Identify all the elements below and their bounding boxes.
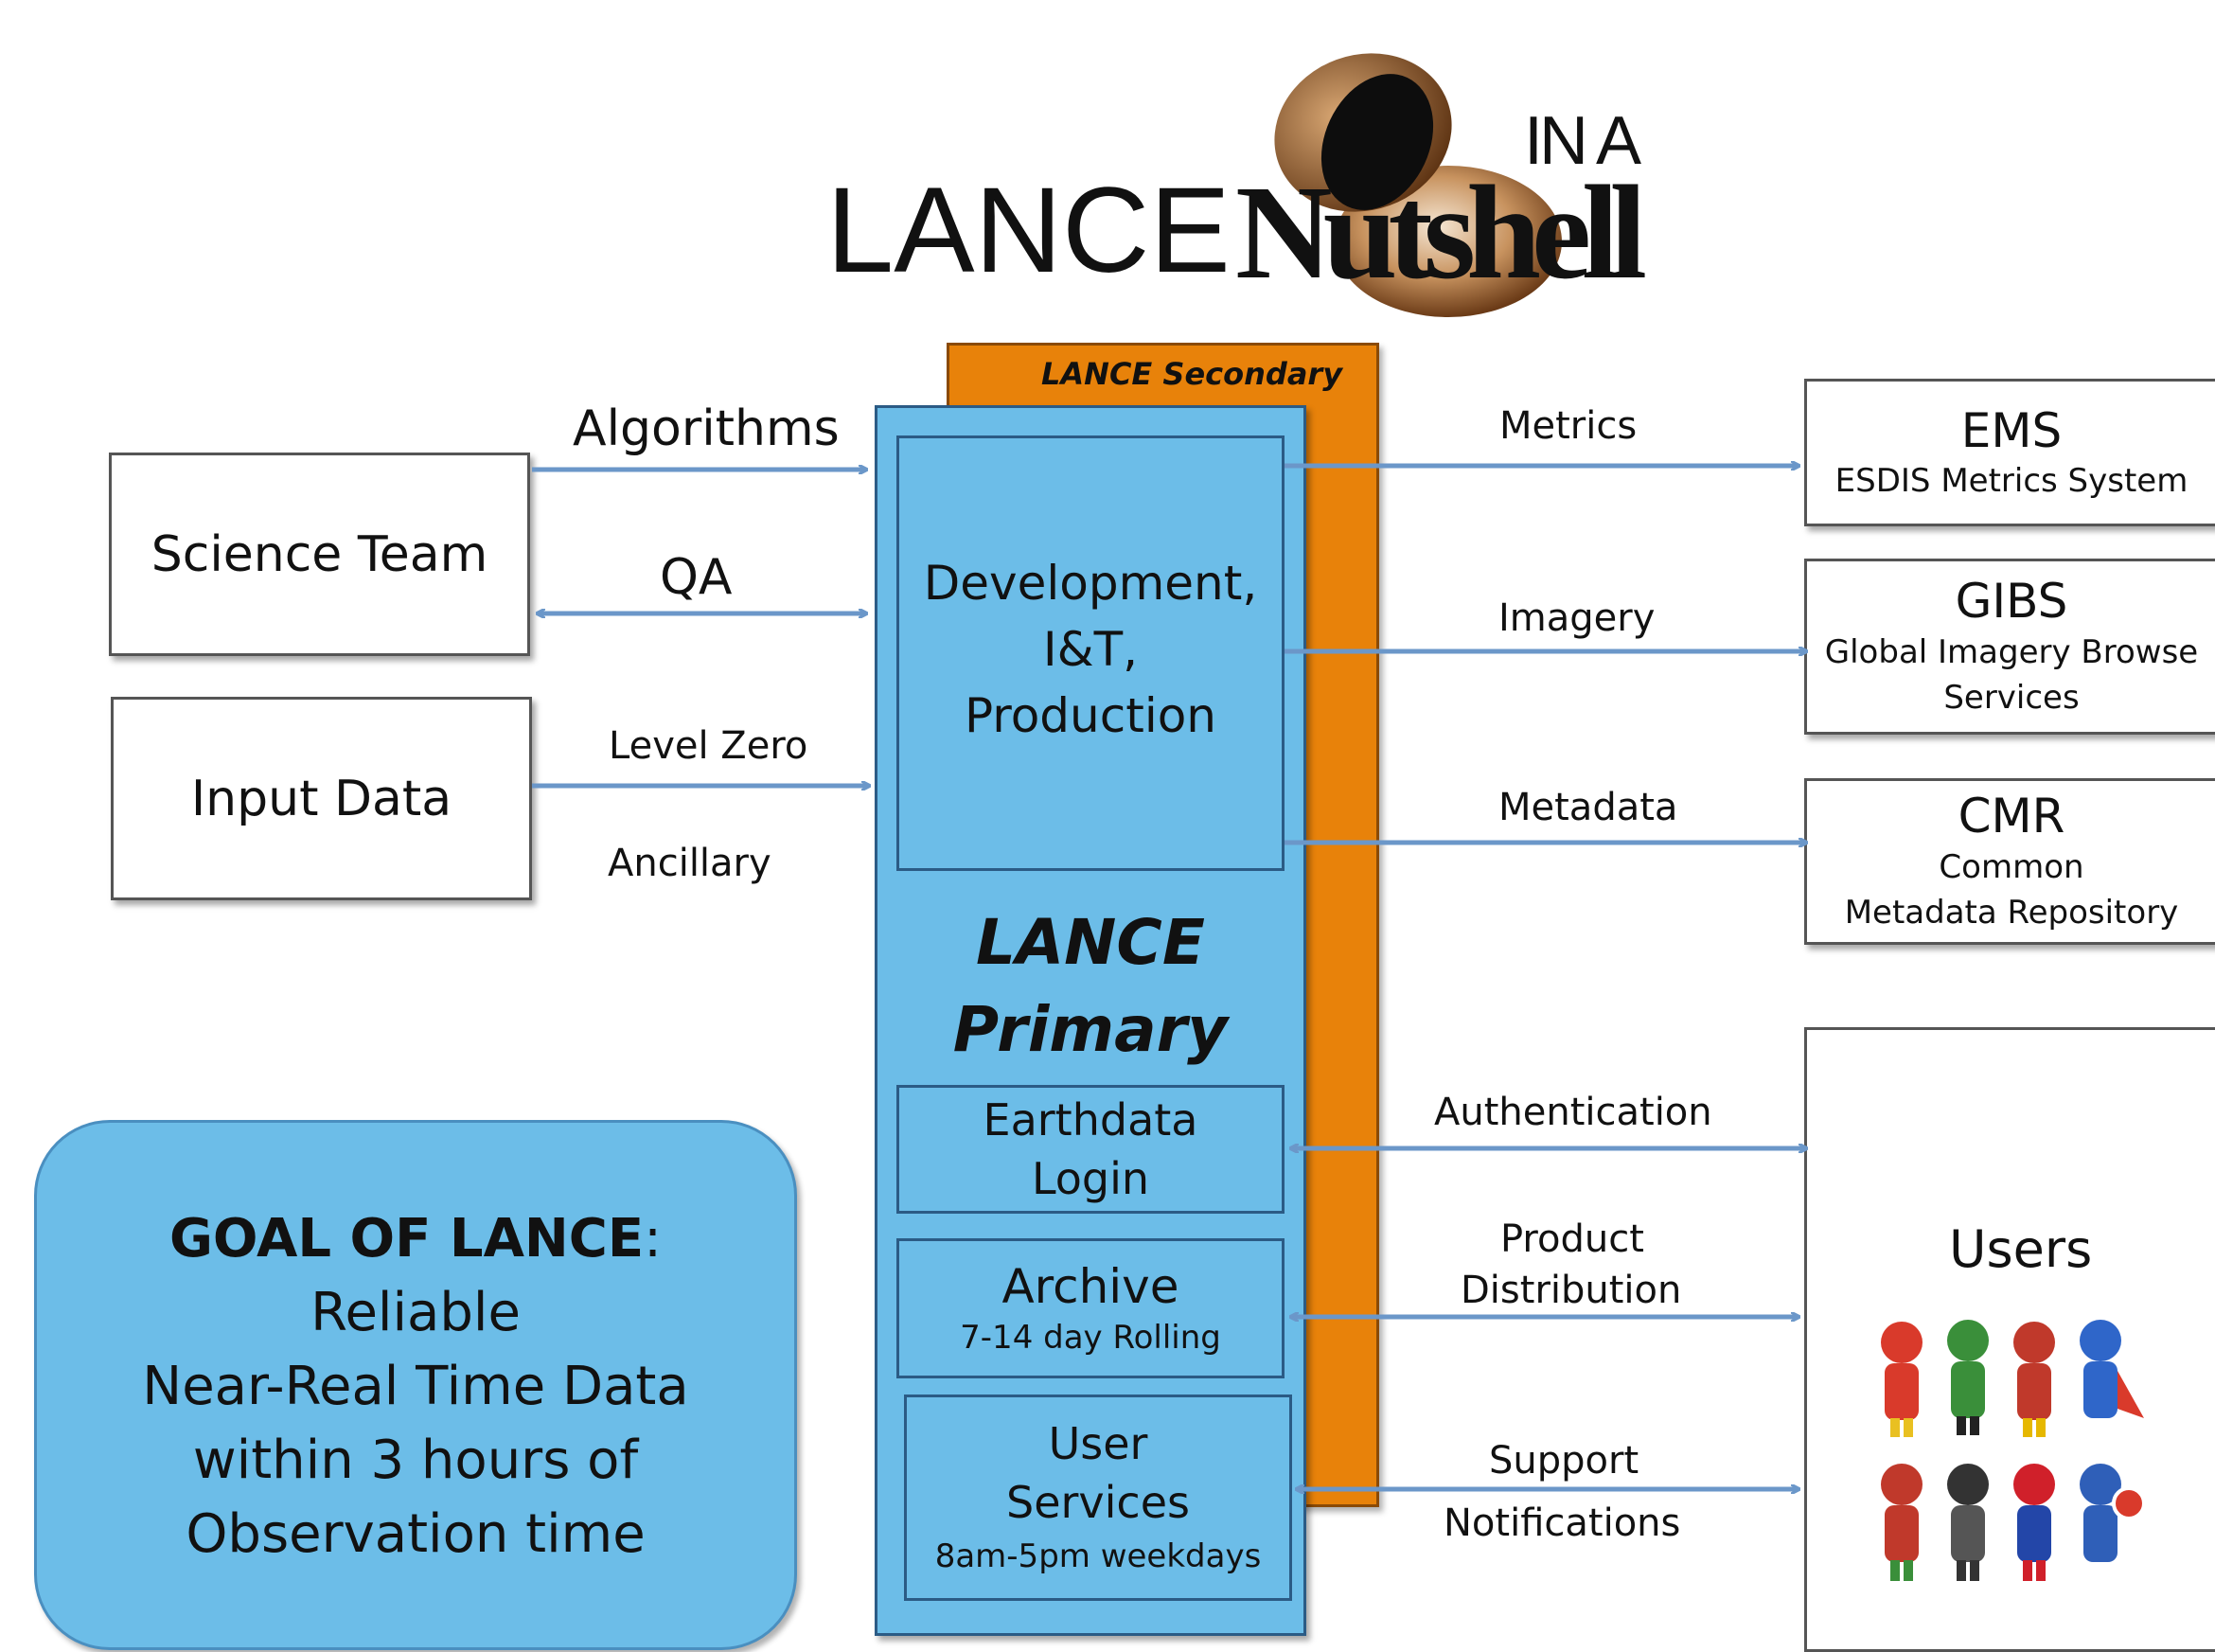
imagery-label: Imagery xyxy=(1498,596,1656,640)
level-zero-label: Level Zero xyxy=(609,724,808,768)
support-label: Support xyxy=(1489,1439,1639,1483)
cmr-title: CMR xyxy=(1958,789,2065,844)
science-team-box: Science Team xyxy=(109,453,530,656)
input-data-box: Input Data xyxy=(111,697,532,900)
metadata-label: Metadata xyxy=(1498,786,1678,829)
ems-sub: ESDIS Metrics System xyxy=(1834,462,2188,500)
login-line2: Login xyxy=(1031,1153,1150,1204)
goal-line3: within 3 hours of xyxy=(192,1430,639,1491)
qa-label: QA xyxy=(660,549,733,606)
ems-box: EMS ESDIS Metrics System xyxy=(1804,379,2215,526)
services-sub: 8am-5pm weekdays xyxy=(934,1537,1262,1575)
goal-box: GOAL OF LANCE: Reliable Near-Real Time D… xyxy=(34,1120,797,1650)
login-line1: Earthdata xyxy=(983,1094,1198,1146)
dev-line2: I&T, xyxy=(1042,622,1139,677)
title-left: LANCE xyxy=(826,163,1231,298)
nutshell-icon xyxy=(1274,53,1562,317)
gibs-sub1: Global Imagery Browse xyxy=(1824,633,2199,671)
cmr-sub1: Common xyxy=(1939,848,2084,886)
goal-line4: Observation time xyxy=(186,1503,646,1565)
gibs-sub2: Services xyxy=(1943,679,2080,717)
product-label: Product xyxy=(1500,1217,1644,1261)
users-label: Users xyxy=(1949,1219,2093,1279)
dev-line3: Production xyxy=(964,688,1216,743)
archive-box: Archive 7-14 day Rolling xyxy=(896,1238,1285,1378)
superhero-group-icon xyxy=(1881,1320,2146,1581)
goal-line2: Near-Real Time Data xyxy=(142,1356,689,1417)
goal-heading: GOAL OF LANCE xyxy=(168,1208,645,1270)
cmr-sub2: Metadata Repository xyxy=(1844,894,2179,932)
algorithms-label: Algorithms xyxy=(573,400,840,457)
logo: IN A LANCE Nutshell xyxy=(814,19,1666,331)
goal-line1: Reliable xyxy=(310,1282,521,1343)
archive-sub: 7-14 day Rolling xyxy=(960,1319,1221,1357)
ems-title: EMS xyxy=(1960,403,2063,458)
dev-line1: Development, xyxy=(923,556,1258,611)
development-box: Development, I&T, Production xyxy=(896,435,1285,871)
ancillary-label: Ancillary xyxy=(608,842,771,885)
primary-line1: LANCE xyxy=(976,906,1205,979)
lance-secondary-label: LANCE Secondary xyxy=(1041,356,1343,392)
services-line2: Services xyxy=(1006,1477,1190,1528)
science-team-label: Science Team xyxy=(151,525,488,583)
cmr-box: CMR Common Metadata Repository xyxy=(1804,778,2215,945)
notifications-label: Notifications xyxy=(1444,1501,1681,1545)
title-right: Nutshell xyxy=(1235,157,1647,307)
lance-primary-label: LANCE Primary xyxy=(896,899,1285,1074)
user-services-box: User Services 8am-5pm weekdays xyxy=(904,1394,1292,1601)
earthdata-login-box: Earthdata Login xyxy=(896,1085,1285,1214)
title-small: IN A xyxy=(1524,103,1641,179)
gibs-title: GIBS xyxy=(1955,574,2068,629)
archive-title: Archive xyxy=(1001,1259,1179,1314)
authentication-label: Authentication xyxy=(1434,1091,1712,1134)
primary-line2: Primary xyxy=(952,993,1229,1066)
distribution-label: Distribution xyxy=(1461,1269,1682,1312)
services-line1: User xyxy=(1048,1418,1148,1469)
users-box: Users xyxy=(1804,1027,2215,1652)
input-data-label: Input Data xyxy=(190,770,452,827)
goal-colon: : xyxy=(644,1208,663,1270)
metrics-label: Metrics xyxy=(1499,404,1638,448)
gibs-box: GIBS Global Imagery Browse Services xyxy=(1804,559,2215,735)
